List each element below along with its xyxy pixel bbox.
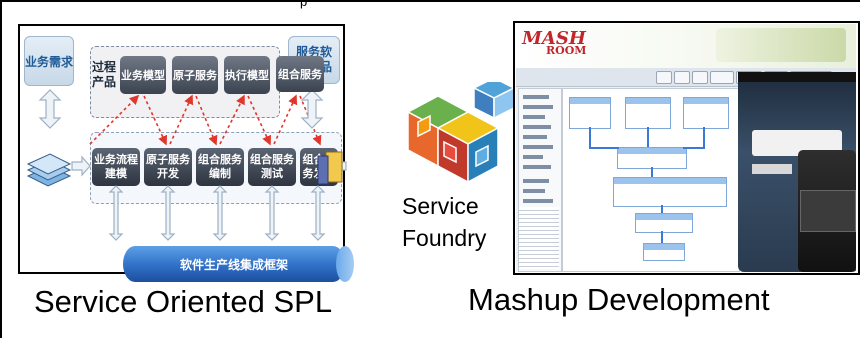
- model-label-4: 组合服务: [278, 67, 322, 81]
- mashup-logo-sub: ROOM: [546, 44, 587, 57]
- framework-cylinder: 软件生产线集成框架: [123, 246, 345, 282]
- process-box-1: 业务流程建模: [92, 148, 140, 186]
- service-node-1[interactable]: [569, 97, 611, 129]
- red-arrow-3: [169, 94, 194, 145]
- software-package-icon: [317, 151, 343, 185]
- process-product-label: 过程产品: [92, 60, 117, 89]
- right-arrow-2: [341, 161, 347, 171]
- vertical-arrow-1: [108, 185, 124, 241]
- vertical-arrow-3: [212, 185, 228, 241]
- mashup-logo: MASH: [522, 28, 586, 49]
- mashup-canvas: [519, 88, 740, 272]
- toolbar-button-2[interactable]: [674, 71, 690, 84]
- mashup-screenshot: MASH ROOM: [516, 24, 856, 272]
- model-box-2: 原子服务: [172, 56, 218, 94]
- red-arrow-4: [195, 95, 218, 146]
- cube-label-foundry: Foundry: [402, 225, 487, 251]
- mashup-header: MASH ROOM: [516, 24, 856, 68]
- updown-arrow-right: [300, 89, 324, 129]
- model-label-1: 业务模型: [121, 68, 165, 82]
- red-arrow-1: [89, 94, 140, 145]
- cube-label-service: Service: [402, 193, 479, 219]
- process-box-4: 组合服务测试: [248, 148, 296, 186]
- model-box-1: 业务模型: [120, 56, 166, 94]
- process-label-3: 组合服务编制: [198, 153, 242, 180]
- model-box-3: 执行模型: [224, 56, 270, 94]
- model-label-3: 执行模型: [225, 68, 269, 82]
- caption-service-oriented-spl: Service Oriented SPL: [34, 284, 333, 319]
- caption-mashup-development: Mashup Development: [468, 282, 770, 317]
- process-box-3: 组合服务编制: [196, 148, 244, 186]
- spl-arrows: [26, 89, 347, 241]
- model-label-2: 原子服务: [173, 68, 217, 82]
- red-arrow-6: [247, 95, 272, 146]
- process-label-2: 原子服务开发: [146, 153, 190, 180]
- updown-arrow-left: [38, 89, 62, 129]
- toolbar-button-1[interactable]: [656, 71, 672, 84]
- framework-cylinder-cap: [336, 246, 354, 282]
- service-node-3[interactable]: [683, 97, 729, 129]
- business-requirement-box: 业务需求: [24, 36, 74, 86]
- process-box-2: 原子服务开发: [144, 148, 192, 186]
- extract-node[interactable]: [635, 213, 693, 233]
- red-arrow-2: [143, 95, 168, 146]
- vertical-arrow-2: [160, 185, 176, 241]
- mashup-header-decoration: [716, 28, 846, 62]
- output-node[interactable]: [643, 243, 685, 261]
- vertical-arrow-4: [264, 185, 280, 241]
- vertical-arrow-5: [310, 185, 326, 241]
- top-text-fragment: p: [300, 0, 308, 9]
- model-box-4-visible: 组合服务: [276, 56, 324, 92]
- service-foundry-cube-icon: [406, 82, 516, 184]
- toolbar-button-3[interactable]: [692, 71, 708, 84]
- red-arrow-5: [219, 94, 245, 145]
- toolbar-button-4[interactable]: [710, 71, 734, 84]
- framework-label: 软件生产线集成框架: [179, 257, 288, 272]
- process-label-4: 组合服务测试: [250, 153, 294, 180]
- document-stack-icon: [26, 153, 72, 187]
- service-node-2[interactable]: [625, 97, 671, 129]
- business-requirement-label: 业务需求: [25, 54, 74, 69]
- union-node[interactable]: [617, 147, 687, 169]
- sort-node[interactable]: [613, 177, 727, 207]
- process-label-1: 业务流程建模: [94, 153, 138, 180]
- red-arrow-7: [273, 94, 298, 145]
- right-arrow-1: [71, 155, 91, 177]
- tooltip-text-block: [519, 207, 559, 269]
- phone-screenshot-2: [798, 150, 856, 272]
